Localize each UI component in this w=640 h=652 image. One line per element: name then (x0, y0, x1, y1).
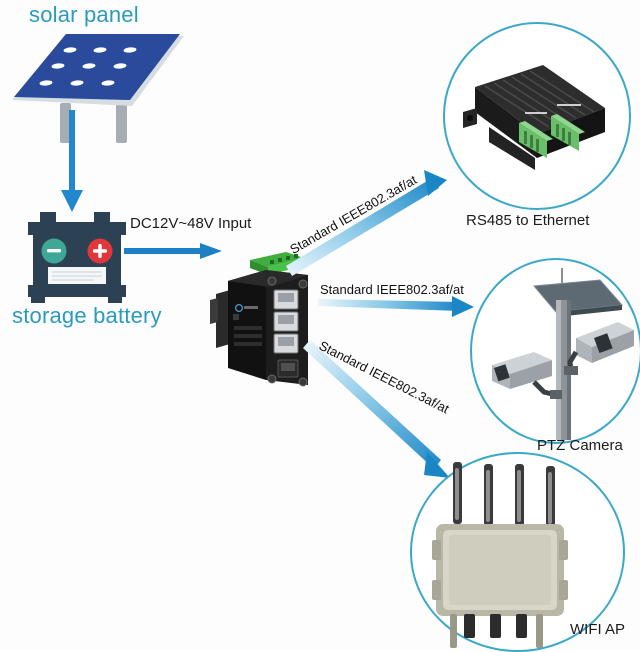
solar-leg-left (60, 103, 71, 143)
battery-label-lines (52, 271, 102, 281)
wifi-mount-tabs (432, 540, 568, 600)
switch-left-face (228, 270, 266, 380)
rs485-caption: RS485 to Ethernet (466, 212, 590, 229)
rs485-device-circle (443, 22, 631, 210)
arrow-switch-to-camera (318, 296, 474, 317)
battery-top-bar (28, 222, 126, 235)
connection-label-wifi: Standard IEEE802.3af/at (316, 337, 452, 417)
solar-cell-dots (39, 47, 137, 86)
wifi-ap-caption: WIFI AP (570, 621, 626, 638)
ptz-camera-caption: PTZ Camera (537, 437, 623, 454)
solar-panel-face (14, 34, 180, 100)
ethernet-ports (273, 289, 299, 378)
ptz-camera-lower (492, 352, 562, 399)
ptz-camera-circle (470, 258, 640, 444)
connection-label-rs485: Standard IEEE802.3af/at (287, 172, 420, 257)
wifi-bottom-connectors (450, 614, 543, 648)
solar-panel-caption: solar panel (29, 2, 139, 27)
storage-battery-graphic (22, 212, 137, 307)
battery-bottom-bar (28, 285, 126, 297)
solar-leg-right (116, 103, 127, 143)
rs485-silkscreen (525, 104, 581, 114)
rs485-green-terminals (519, 114, 585, 158)
connection-label-camera: Standard IEEE802.3af/at (320, 282, 464, 297)
wifi-antennas (453, 462, 555, 528)
ptz-camera-upper (564, 322, 634, 375)
rs485-heatsink-fins (484, 70, 595, 128)
dc-input-label: DC12V~48V Input (130, 215, 252, 232)
storage-battery-caption: storage battery (12, 303, 162, 328)
solar-panel-graphic (8, 28, 188, 148)
din-rail-clip (216, 290, 230, 348)
battery-nub-right (94, 212, 110, 224)
switch-side-detail (233, 303, 262, 346)
battery-nub-left (40, 212, 56, 224)
poe-switch-graphic (208, 248, 323, 398)
